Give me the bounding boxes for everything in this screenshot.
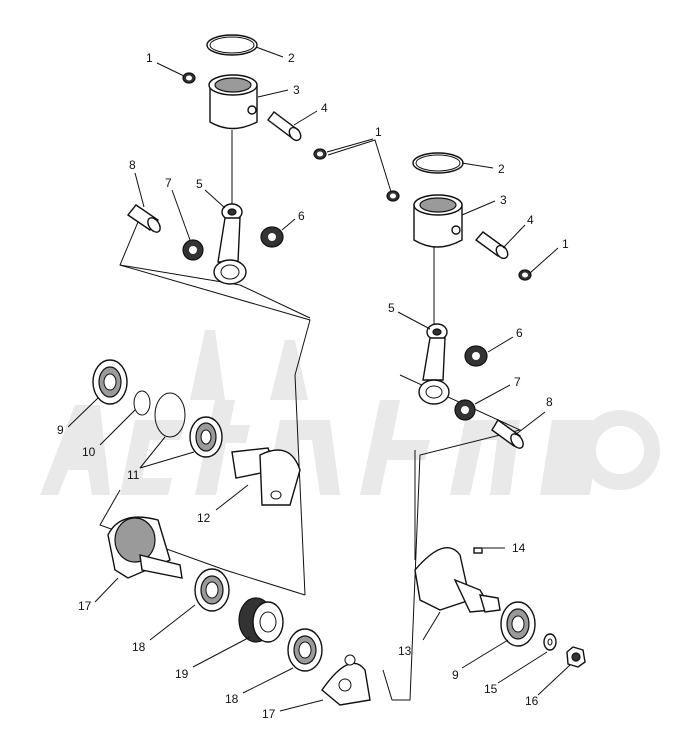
callout-13: 13: [398, 644, 412, 658]
crank-wheel-17b: [321, 654, 371, 706]
right-needle-bearing: [464, 345, 488, 367]
left-wrist-pin: [126, 204, 161, 233]
callout-7a: 7: [165, 176, 172, 190]
left-bearing-11: [189, 416, 223, 458]
left-piston-ring: [206, 34, 258, 56]
left-needle-bearing-small: [182, 239, 204, 261]
callout-3b: 3: [500, 193, 507, 207]
callout-5b: 5: [388, 301, 395, 315]
washer-15: [543, 633, 557, 651]
callout-8b: 8: [546, 395, 553, 409]
left-piston-pin: [267, 111, 302, 142]
callout-16: 16: [525, 694, 539, 708]
circlip-mid: [313, 148, 327, 160]
callout-10: 10: [82, 445, 96, 459]
callout-9a: 9: [57, 423, 64, 437]
right-circlip-top: [386, 190, 400, 202]
left-connecting-rod: [213, 203, 247, 285]
callout-6a: 6: [298, 209, 305, 223]
right-connecting-rod: [418, 323, 450, 405]
callout-3a: 3: [293, 83, 300, 97]
left-needle-bearing: [260, 226, 284, 248]
callout-18a: 18: [132, 640, 146, 654]
callout-14: 14: [512, 541, 526, 555]
right-piston: [413, 194, 463, 248]
crankshaft-half-13: [414, 547, 501, 613]
callout-8a: 8: [129, 158, 136, 172]
callout-4b: 4: [527, 213, 534, 227]
watermark-logo: [40, 330, 660, 495]
callout-2b: 2: [498, 162, 505, 176]
right-circlip-end: [518, 269, 532, 281]
callout-9b: 9: [452, 668, 459, 682]
seal-19: [238, 597, 284, 643]
right-needle-bearing-small: [454, 399, 476, 421]
assembly-lines: [99, 130, 522, 701]
right-piston-ring: [412, 152, 464, 174]
callout-12: 12: [197, 511, 211, 525]
nut-16: [566, 646, 586, 668]
right-piston-pin: [474, 231, 509, 260]
callout-19: 19: [175, 667, 189, 681]
left-piston: [208, 74, 258, 130]
left-bearing-18: [194, 568, 230, 612]
snap-ring-11: [154, 392, 186, 438]
left-bearing-18b: [287, 628, 323, 672]
callout-15: 15: [484, 682, 498, 696]
right-wrist-pin: [491, 418, 524, 449]
callout-18b: 18: [225, 692, 239, 706]
callout-leaders: [67, 46, 571, 712]
callout-1b: 1: [375, 125, 382, 139]
callout-11: 11: [127, 468, 140, 482]
callout-1c: 1: [562, 237, 569, 251]
callout-5a: 5: [196, 177, 203, 191]
left-main-bearing: [92, 359, 128, 405]
callout-2a: 2: [288, 51, 295, 65]
callout-labels: 1 2 3 4 1 2 3 4 1 8 7 5 6 5 6 7 8 9 10 1…: [57, 51, 569, 721]
right-main-bearing: [500, 601, 536, 647]
crankshaft-half-12: [231, 447, 301, 506]
callout-7b: 7: [514, 375, 521, 389]
crank-wheel-17: [107, 516, 183, 579]
callout-1a: 1: [146, 51, 153, 65]
callout-17b: 17: [262, 707, 276, 721]
callout-6b: 6: [516, 326, 523, 340]
key-14: [473, 547, 483, 554]
snap-ring-10: [133, 390, 151, 416]
left-circlip-top: [182, 72, 196, 84]
callout-17a: 17: [78, 599, 92, 613]
callout-4a: 4: [321, 101, 328, 115]
